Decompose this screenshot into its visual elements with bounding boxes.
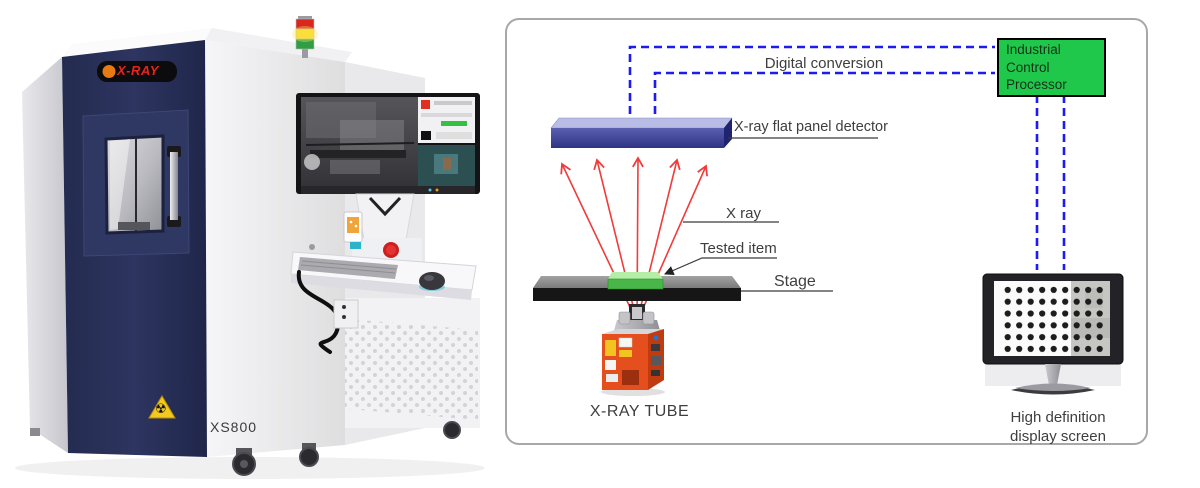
processor-line: Processor <box>1006 77 1067 92</box>
cabinet-top-left <box>62 28 212 57</box>
mount-v-mark <box>368 196 402 217</box>
display-label-line2: display screen <box>1010 428 1106 445</box>
brand-logo-text: X-RAY <box>117 63 159 78</box>
model-label: XS800 <box>210 419 258 435</box>
xray-tube-graphic <box>601 304 665 396</box>
diagram-graphic <box>533 45 1124 396</box>
monitor-taskbar <box>301 186 475 194</box>
window-inner-part <box>118 222 150 230</box>
label-leader-lines <box>664 137 878 292</box>
flat-panel-detector-graphic <box>550 117 733 148</box>
display-label-line1: High definition <box>1010 409 1106 426</box>
connector <box>350 242 361 249</box>
digital-conversion-label: Digital conversion <box>764 55 884 72</box>
cabinet-top-right <box>205 28 352 62</box>
mouse <box>419 272 445 290</box>
window-reflection <box>110 139 130 230</box>
radiation-warning-triangle <box>148 395 176 419</box>
processor-line: Industrial <box>1006 42 1061 57</box>
radiation-icon: ☢ <box>155 401 167 416</box>
tray-knob <box>309 244 315 250</box>
tested-item-graphic <box>607 272 664 290</box>
detector-label: X-ray flat panel detector <box>734 119 888 135</box>
door-window <box>104 134 165 235</box>
xray-label: X ray <box>726 205 762 222</box>
brand-logo-icon <box>102 65 116 78</box>
keyboard-tray <box>290 242 477 300</box>
perforated-panel <box>336 318 478 420</box>
tested-item-label: Tested item <box>700 240 777 257</box>
stage-label: Stage <box>774 273 816 290</box>
cabinet-left-face <box>22 57 68 453</box>
door-handle-bar <box>170 152 178 220</box>
casters <box>30 421 461 476</box>
dot-pattern-screen <box>1002 284 1106 355</box>
industrial-control-processor-box: Industrial Control Processor <box>997 38 1106 97</box>
machine-graphic <box>15 16 485 479</box>
signal-lines <box>628 45 1066 270</box>
workstation-monitor <box>296 93 480 194</box>
signal-tower-light <box>292 16 318 58</box>
diagram-panel: Industrial Control Processor Digital con… <box>505 18 1148 445</box>
display-monitor-graphic <box>982 273 1124 395</box>
xray-machine-photo: X-RAY XS800 ☢ <box>0 0 500 488</box>
monitor-mount <box>355 193 415 241</box>
cart-bracket <box>333 299 359 329</box>
xray-tube-label: X-RAY TUBE <box>589 403 690 420</box>
processor-line: Control <box>1006 59 1050 75</box>
remote-pendant <box>343 211 363 243</box>
brand-logo-pill <box>97 61 177 82</box>
display-screen-label: High definition display screen <box>993 408 1123 446</box>
